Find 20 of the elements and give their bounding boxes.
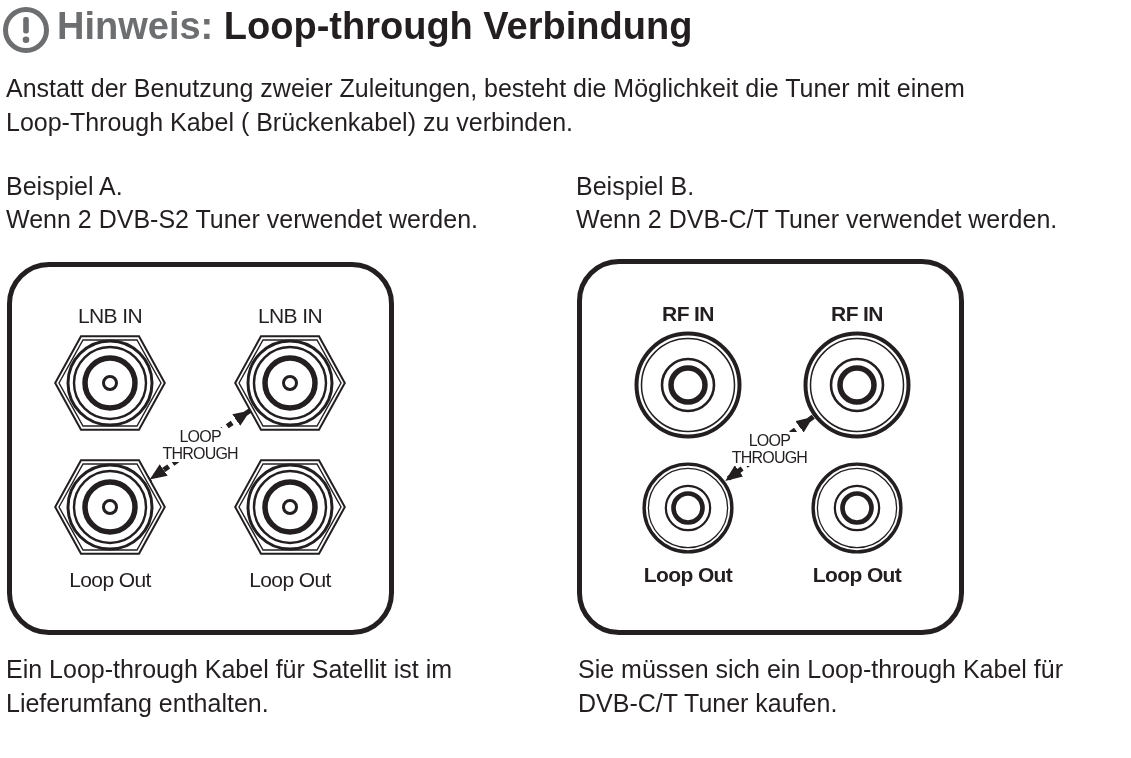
caption-text: Sie müssen sich ein Loop-through Kabel für DVB-C/T Tuner kaufen. bbox=[578, 654, 1064, 719]
caption-text: Ein Loop-through Kabel für Satellit ist im Lieferumfang enthalten. bbox=[6, 654, 454, 719]
port-label: RF IN bbox=[662, 301, 714, 327]
caption-text: Beispiel A. bbox=[6, 171, 124, 202]
intro-text: Anstatt der Benutzung zweier Zuleitungen, besteht die Möglichkeit die Tuner mit einem Loop-Through Kabel ( Brückenkabel) zu verbinden. bbox=[6, 73, 966, 138]
port-label: Loop Out bbox=[69, 567, 151, 593]
port-label: RF IN bbox=[831, 301, 883, 327]
caption-text: Wenn 2 DVB-C/T Tuner verwendet werden. bbox=[576, 204, 1059, 235]
port-label: Loop Out bbox=[643, 562, 733, 588]
title: Hinweis: Loop-through Verbindung bbox=[57, 4, 693, 49]
port-label: LNB IN bbox=[257, 303, 323, 329]
rounded-panel bbox=[7, 262, 394, 635]
port-label: Loop Out bbox=[812, 562, 902, 588]
rounded-panel bbox=[577, 259, 964, 635]
port-label: LNB IN bbox=[77, 303, 143, 329]
caption-text: Beispiel B. bbox=[576, 171, 696, 202]
edge-label: LOOP THROUGH bbox=[730, 431, 809, 466]
caption-text: Wenn 2 DVB-S2 Tuner verwendet werden. bbox=[6, 204, 479, 235]
port-label: Loop Out bbox=[249, 567, 331, 593]
edge-label: LOOP THROUGH bbox=[161, 428, 239, 462]
